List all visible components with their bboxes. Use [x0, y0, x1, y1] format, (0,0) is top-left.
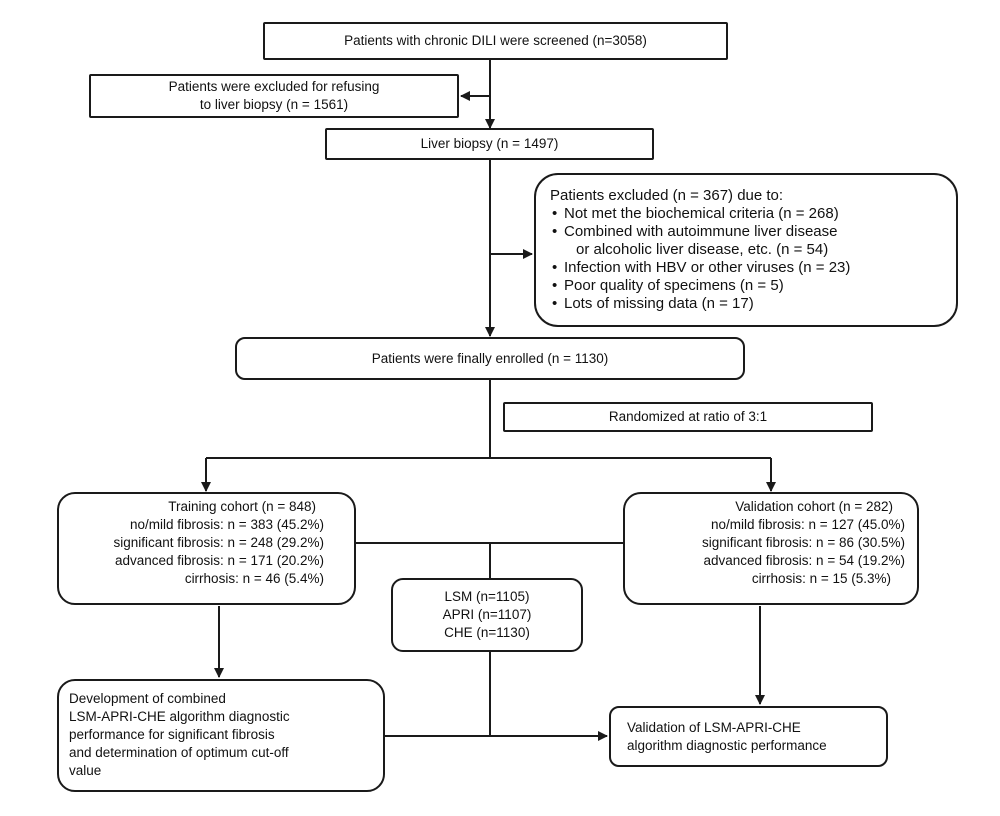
validation-stage-line: significant fibrosis: n = 86 (30.5%) — [702, 535, 905, 550]
randomized-text: Randomized at ratio of 3:1 — [608, 409, 768, 424]
refused-line-1: Patients were excluded for refusing — [168, 79, 380, 94]
development-line: and determination of optimum cut-off — [69, 745, 289, 760]
training-stage-line: no/mild fibrosis: n = 383 (45.2%) — [130, 517, 324, 532]
markers-box: LSM (n=1105) APRI (n=1107) CHE (n=1130) — [391, 578, 583, 652]
training-title: Training cohort (n = 848) — [168, 499, 316, 514]
validation-stage-line: no/mild fibrosis: n = 127 (45.0%) — [711, 517, 905, 532]
refused-line-2: to liver biopsy (n = 1561) — [199, 97, 349, 112]
excluded-reasons-list: Not met the biochemical criteria (n = 26… — [550, 205, 956, 313]
development-line: Development of combined — [69, 691, 226, 706]
validation-stage-line: cirrhosis: n = 15 (5.3%) — [751, 571, 891, 586]
screened-box: Patients with chronic DILI were screened… — [263, 22, 728, 60]
training-cohort-box: Training cohort (n = 848) no/mild fibros… — [57, 492, 356, 605]
randomized-box: Randomized at ratio of 3:1 — [503, 402, 873, 432]
marker-lsm: LSM (n=1105) — [444, 589, 530, 604]
training-stage-line: cirrhosis: n = 46 (5.4%) — [184, 571, 324, 586]
marker-che: CHE (n=1130) — [444, 625, 530, 640]
enrolled-text: Patients were finally enrolled (n = 1130… — [371, 350, 609, 366]
development-line: LSM-APRI-CHE algorithm diagnostic — [69, 709, 290, 724]
excluded-title: Patients excluded (n = 367) due to: — [550, 187, 784, 204]
excluded-box: Patients excluded (n = 367) due to: Not … — [534, 173, 958, 327]
validation-title: Validation cohort (n = 282) — [735, 499, 893, 514]
validation-cohort-box: Validation cohort (n = 282) no/mild fibr… — [623, 492, 919, 605]
marker-apri: APRI (n=1107) — [442, 607, 532, 622]
excluded-reason-item: Combined with autoimmune liver disease — [550, 223, 956, 241]
excluded-reason-item: Lots of missing data (n = 17) — [550, 295, 956, 313]
validation-performance-box: Validation of LSM-APRI-CHE algorithm dia… — [609, 706, 888, 767]
development-box: Development of combined LSM-APRI-CHE alg… — [57, 679, 385, 792]
excluded-reason-continuation: or alcoholic liver disease, etc. (n = 54… — [576, 241, 829, 258]
excluded-reason-item: Poor quality of specimens (n = 5) — [550, 277, 956, 295]
enrolled-box: Patients were finally enrolled (n = 1130… — [235, 337, 745, 380]
training-stage-line: advanced fibrosis: n = 171 (20.2%) — [115, 553, 324, 568]
development-line: performance for significant fibrosis — [69, 727, 275, 742]
excluded-reason-item: Not met the biochemical criteria (n = 26… — [550, 205, 956, 223]
biopsy-box: Liver biopsy (n = 1497) — [325, 128, 654, 160]
validation-perf-line: Validation of LSM-APRI-CHE — [627, 720, 801, 735]
development-line: value — [69, 763, 102, 778]
training-stage-line: significant fibrosis: n = 248 (29.2%) — [113, 535, 324, 550]
refused-box: Patients were excluded for refusing to l… — [89, 74, 459, 118]
excluded-reason-item: Infection with HBV or other viruses (n =… — [550, 259, 956, 277]
validation-stage-line: advanced fibrosis: n = 54 (19.2%) — [703, 553, 906, 568]
biopsy-text: Liver biopsy (n = 1497) — [420, 136, 559, 151]
validation-perf-line: algorithm diagnostic performance — [627, 738, 827, 753]
screened-text: Patients with chronic DILI were screened… — [344, 33, 647, 48]
